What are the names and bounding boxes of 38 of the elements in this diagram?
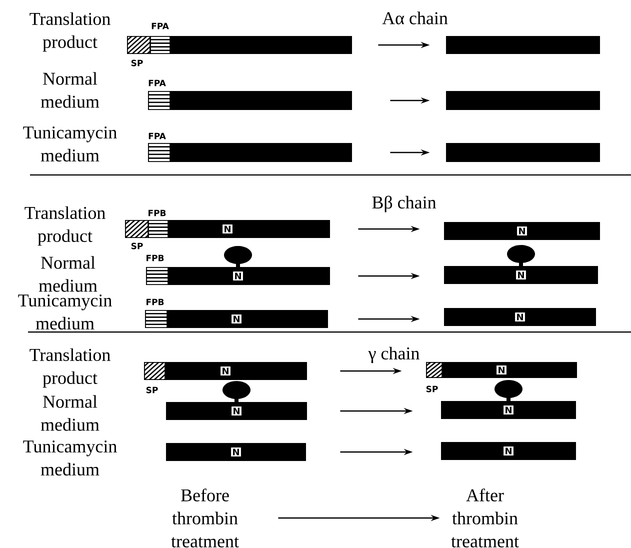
protein-bar: N — [444, 222, 600, 240]
row-label: Normal medium — [38, 256, 98, 292]
protein-bar: N — [441, 442, 576, 460]
protein-bar — [446, 91, 600, 110]
row-label: Tunicamycin medium — [18, 294, 112, 330]
protein-bar: N — [441, 401, 576, 419]
protein-bar — [127, 36, 352, 54]
protein-bar: N — [145, 310, 328, 328]
protein-bar: N — [125, 220, 330, 238]
protein-bar — [446, 36, 600, 54]
segment-label: FPA — [148, 132, 166, 140]
stage-label: After thrombin treatment — [451, 488, 519, 548]
row-label: Translation product — [30, 12, 110, 52]
segment-label: FPB — [146, 254, 164, 262]
protein-bar: N — [444, 266, 598, 284]
segment-label: SP — [146, 386, 158, 394]
row-label: Translation product — [24, 206, 106, 246]
segment-label: SP — [131, 60, 143, 66]
segment-label: FPB — [146, 298, 164, 306]
chain-title: Bβ chain — [372, 196, 436, 212]
protein-bar: N — [444, 308, 596, 326]
segment-label: SP — [131, 242, 143, 250]
protein-bar — [148, 143, 352, 162]
chain-title: Aα chain — [382, 12, 448, 24]
row-label: Tunicamycin medium — [23, 440, 117, 476]
protein-bar: N — [166, 443, 306, 461]
stage-label: Before thrombin treatment — [171, 488, 239, 548]
protein-bar — [148, 91, 352, 110]
chain-title: γ chain — [368, 346, 420, 364]
row-label: Tunicamycin medium — [23, 126, 117, 162]
row-label: Normal medium — [40, 72, 100, 108]
protein-bar: N — [166, 402, 307, 420]
row-label: Translation product — [30, 348, 110, 388]
protein-bar: N — [146, 267, 330, 285]
protein-bar: N — [426, 362, 577, 378]
row-label: Normal medium — [40, 395, 100, 431]
protein-bar — [446, 143, 600, 162]
segment-label: SP — [426, 386, 438, 392]
